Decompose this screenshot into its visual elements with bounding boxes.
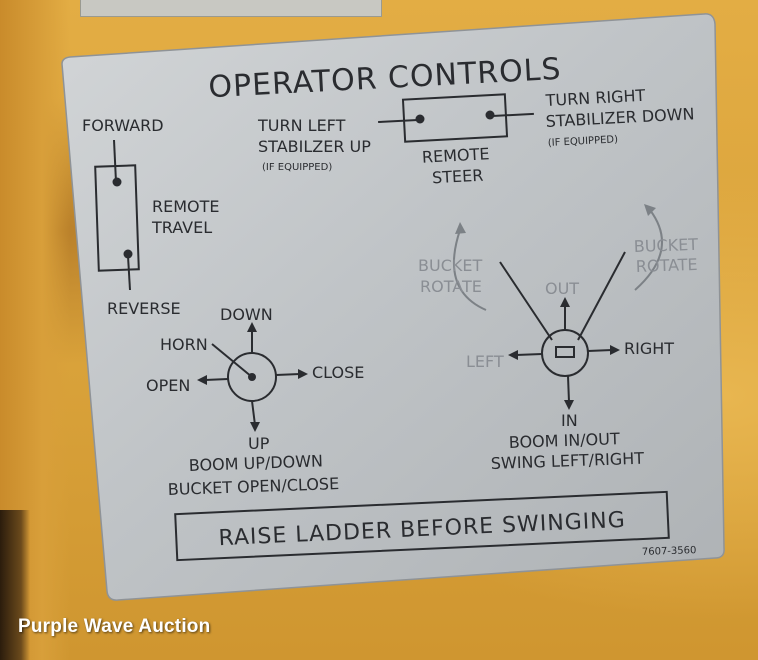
remote-steer-diagram — [378, 93, 534, 143]
bucket-rotate-right-1: BUCKET — [633, 235, 698, 256]
watermark: Purple Wave Auction — [18, 616, 211, 637]
remote-travel-diagram — [94, 139, 140, 291]
steer-left-dot — [415, 114, 425, 124]
stabilizer-up-label: STABILZER UP — [258, 137, 371, 156]
swing-joystick-diagram — [499, 251, 626, 403]
close-label: CLOSE — [312, 363, 364, 382]
bucket-rotate-arrowheads — [455, 204, 656, 234]
turn-left-label: TURN LEFT — [257, 116, 346, 135]
travel-reverse-dot — [123, 249, 133, 259]
boom-in-out-label: BOOM IN/OUT — [508, 429, 620, 452]
boom-up-down-label: BOOM UP/DOWN — [188, 451, 323, 475]
boom-joystick-diagram — [204, 330, 301, 426]
travel-forward-dot — [112, 177, 122, 187]
boom-joystick-arrows — [197, 322, 308, 432]
plate-body — [61, 13, 725, 601]
if-equipped-right: (IF EQUIPPED) — [548, 134, 619, 149]
remote-travel-label-2: TRAVEL — [151, 218, 212, 237]
forward-label: FORWARD — [82, 116, 164, 135]
swing-joystick-arrows — [508, 297, 620, 410]
bucket-rotate-right-2: ROTATE — [635, 255, 697, 276]
out-label: OUT — [545, 279, 579, 298]
up-label: UP — [248, 434, 270, 453]
right-label: RIGHT — [624, 339, 674, 358]
remote-steer-label-2: STEER — [432, 166, 484, 188]
bucket-rotate-arcs — [453, 209, 663, 311]
remote-steer-label-1: REMOTE — [422, 144, 490, 167]
reverse-label: REVERSE — [107, 299, 181, 318]
in-label: IN — [561, 411, 578, 430]
down-label: DOWN — [220, 305, 273, 324]
bucket-rotate-left-1: BUCKET — [418, 256, 482, 275]
upper-plate-edge — [80, 0, 382, 17]
panel-gap-shadow — [0, 510, 30, 660]
horn-label: HORN — [160, 335, 208, 354]
open-label: OPEN — [146, 376, 190, 395]
left-label: LEFT — [466, 352, 504, 371]
bucket-rotate-left-2: ROTATE — [420, 277, 482, 296]
if-equipped-left: (IF EQUIPPED) — [262, 162, 332, 173]
remote-travel-label-1: REMOTE — [152, 197, 220, 216]
part-number: 7607-3560 — [642, 545, 697, 558]
steer-right-dot — [485, 110, 495, 120]
